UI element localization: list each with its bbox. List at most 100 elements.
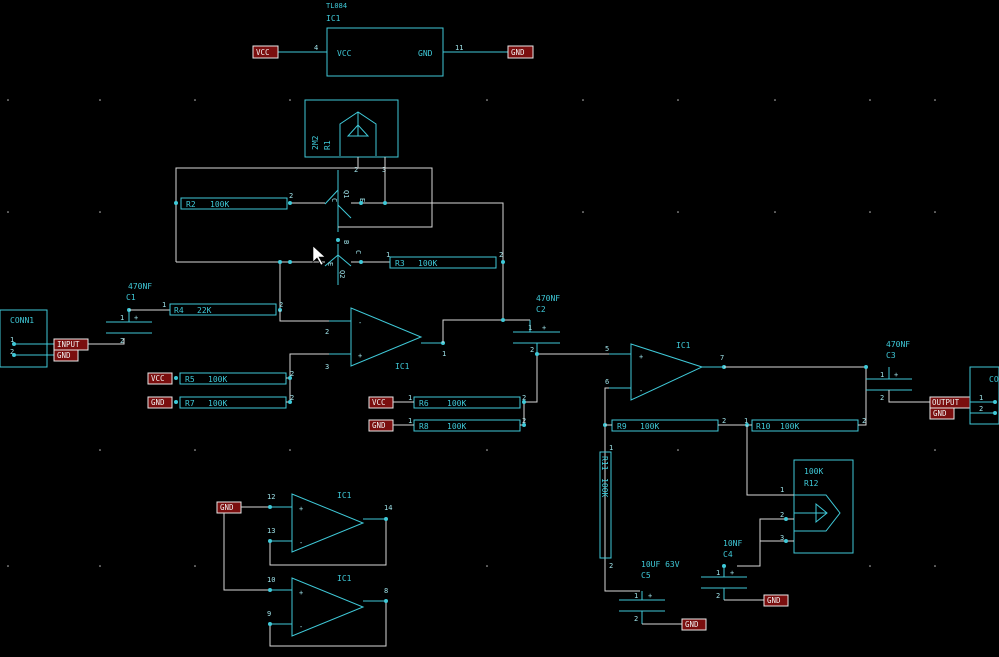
c3-capacitor[interactable]: 470NF C3 1 + 2 bbox=[866, 340, 912, 402]
r4-resistor[interactable]: R4 22K 1 2 bbox=[162, 301, 283, 316]
vcc-pin-label: VCC bbox=[337, 49, 352, 58]
svg-text:2: 2 bbox=[354, 166, 358, 174]
r7-resistor[interactable]: R7 100K 2 bbox=[174, 394, 294, 409]
gnd-tag-unused[interactable]: GND bbox=[216, 501, 242, 514]
opamp-2[interactable]: + - IC1 5 6 7 bbox=[605, 341, 726, 401]
svg-text:R3: R3 bbox=[395, 259, 405, 268]
r6-resistor[interactable]: R6 100K 1 2 bbox=[408, 394, 526, 409]
svg-text:470NF: 470NF bbox=[886, 340, 910, 349]
r12-potentiometer[interactable]: 100K R12 1 2 3 bbox=[780, 459, 854, 554]
gnd-tag-r8[interactable]: GND bbox=[368, 419, 394, 432]
svg-text:+: + bbox=[648, 592, 652, 600]
svg-text:3: 3 bbox=[780, 534, 784, 542]
c1-capacitor[interactable]: 470NF C1 1 + 2 bbox=[106, 282, 152, 345]
svg-text:GND: GND bbox=[220, 503, 234, 512]
svg-text:GND: GND bbox=[511, 48, 525, 57]
gnd-tag-c5[interactable]: GND bbox=[681, 618, 707, 631]
svg-text:B: B bbox=[342, 240, 350, 244]
r10-resistor[interactable]: R10 100K 1 2 bbox=[744, 417, 866, 432]
r1-label: R1 bbox=[323, 140, 332, 150]
svg-text:VCC: VCC bbox=[151, 374, 165, 383]
svg-text:1: 1 bbox=[634, 592, 638, 600]
svg-text:E: E bbox=[358, 198, 366, 202]
r5-resistor[interactable]: R5 100K 2 bbox=[174, 370, 294, 385]
svg-text:1: 1 bbox=[408, 417, 412, 425]
svg-text:14: 14 bbox=[384, 504, 392, 512]
input-tag[interactable]: INPUT bbox=[53, 338, 89, 351]
svg-text:GND: GND bbox=[933, 409, 947, 418]
svg-text:9: 9 bbox=[267, 610, 271, 618]
opamp-4[interactable]: + - IC1 10 9 8 bbox=[267, 574, 388, 637]
gnd-tag-top[interactable]: GND bbox=[507, 45, 534, 59]
svg-text:GND: GND bbox=[685, 620, 699, 629]
svg-text:-: - bbox=[299, 623, 303, 631]
ic1-power-label: IC1 bbox=[326, 14, 341, 23]
r2-resistor[interactable]: R2 100K 2 bbox=[174, 192, 293, 210]
conn1-connector[interactable]: CONN1 1 2 bbox=[0, 309, 54, 368]
vcc-tag-top[interactable]: VCC bbox=[252, 45, 279, 59]
svg-text:100K: 100K bbox=[210, 200, 229, 209]
gnd-tag-r7[interactable]: GND bbox=[147, 396, 173, 409]
svg-text:100K: 100K bbox=[447, 399, 466, 408]
svg-text:2: 2 bbox=[279, 301, 283, 309]
opamp-2-label: IC1 bbox=[676, 341, 691, 350]
svg-text:13: 13 bbox=[267, 527, 275, 535]
svg-text:5: 5 bbox=[605, 345, 609, 353]
svg-text:2: 2 bbox=[290, 370, 294, 378]
svg-text:2: 2 bbox=[325, 328, 329, 336]
c4-capacitor[interactable]: 10NF C4 1 + 2 bbox=[701, 539, 747, 600]
svg-text:2: 2 bbox=[880, 394, 884, 402]
svg-text:1: 1 bbox=[442, 350, 446, 358]
gnd-tag-input[interactable]: GND bbox=[53, 349, 79, 362]
c2-capacitor[interactable]: 470NF C2 1 + 2 bbox=[513, 294, 560, 354]
svg-text:R9: R9 bbox=[617, 422, 627, 431]
svg-text:100K: 100K bbox=[640, 422, 659, 431]
svg-text:2: 2 bbox=[499, 251, 503, 259]
opamp-4-label: IC1 bbox=[337, 574, 352, 583]
svg-text:2: 2 bbox=[530, 346, 534, 354]
svg-text:2: 2 bbox=[780, 511, 784, 519]
q2-transistor[interactable]: Q2 E C bbox=[324, 244, 362, 285]
ic1-power-block[interactable]: TL084 IC1 VCC GND 4 11 bbox=[278, 2, 508, 77]
q1-transistor[interactable]: Q1 C E B bbox=[324, 170, 366, 244]
svg-text:R5: R5 bbox=[185, 375, 195, 384]
r8-resistor[interactable]: R8 100K 1 2 bbox=[408, 417, 526, 432]
r3-resistor[interactable]: R3 100K 1 2 bbox=[386, 251, 505, 269]
r11-resistor[interactable]: R11 100K 1 2 bbox=[599, 444, 613, 570]
svg-text:C1: C1 bbox=[126, 293, 136, 302]
svg-text:C: C bbox=[354, 250, 362, 254]
vcc-tag-r6[interactable]: VCC bbox=[368, 396, 394, 409]
svg-text:-: - bbox=[639, 387, 643, 395]
svg-text:E: E bbox=[326, 262, 334, 266]
svg-text:2: 2 bbox=[634, 615, 638, 623]
svg-text:100K: 100K bbox=[804, 467, 823, 476]
svg-text:3: 3 bbox=[382, 166, 386, 174]
conn2-connector[interactable]: CO 1 2 bbox=[969, 366, 999, 425]
c5-capacitor[interactable]: 10UF 63V C5 1 + 2 bbox=[619, 560, 680, 624]
svg-text:2: 2 bbox=[289, 192, 293, 200]
r1-potentiometer[interactable]: 2M2 R1 2 3 bbox=[304, 99, 399, 174]
svg-text:C5: C5 bbox=[641, 571, 651, 580]
svg-text:100K: 100K bbox=[208, 375, 227, 384]
svg-text:R12: R12 bbox=[804, 479, 819, 488]
opamp-1[interactable]: - + IC1 2 3 1 bbox=[325, 307, 446, 371]
gnd-tag-output[interactable]: GND bbox=[929, 407, 955, 420]
r9-resistor[interactable]: R9 100K 2 bbox=[611, 417, 726, 432]
svg-text:R7: R7 bbox=[185, 399, 195, 408]
output-tag[interactable]: OUTPUT bbox=[929, 396, 971, 409]
vcc-tag-r5[interactable]: VCC bbox=[147, 372, 173, 385]
grid-dots bbox=[7, 99, 936, 567]
gnd-tag-c4[interactable]: GND bbox=[763, 594, 789, 607]
svg-text:2: 2 bbox=[722, 417, 726, 425]
svg-text:2: 2 bbox=[120, 337, 124, 345]
svg-text:100K: 100K bbox=[208, 399, 227, 408]
svg-text:1: 1 bbox=[10, 336, 14, 344]
svg-text:100K: 100K bbox=[447, 422, 466, 431]
svg-text:VCC: VCC bbox=[372, 398, 386, 407]
svg-text:2: 2 bbox=[862, 417, 866, 425]
svg-text:1: 1 bbox=[408, 394, 412, 402]
svg-text:470NF: 470NF bbox=[536, 294, 560, 303]
feedback-network-wires bbox=[175, 157, 504, 320]
opamp-3[interactable]: + - IC1 12 13 14 bbox=[267, 491, 392, 553]
